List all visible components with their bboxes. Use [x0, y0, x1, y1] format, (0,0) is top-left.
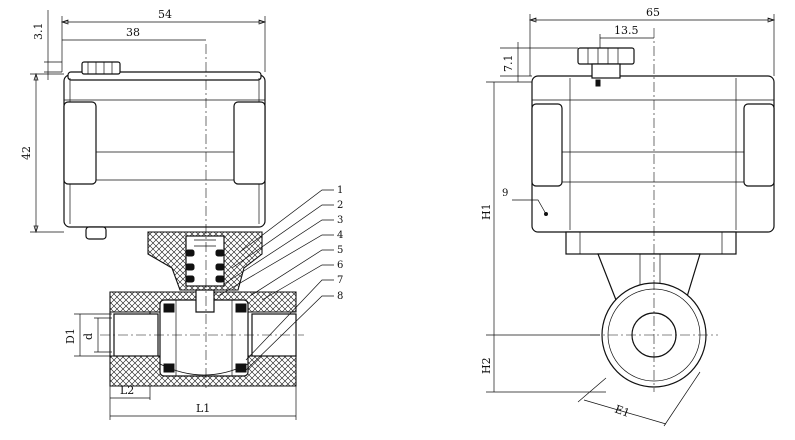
callout-4: 4: [337, 230, 343, 241]
dim-65: 65: [646, 6, 660, 19]
dim-3-1: 3.1: [32, 23, 45, 41]
housing-lug-right-2: [743, 103, 775, 187]
stem-seals: [185, 249, 225, 283]
side-view: 65 13.5 7.1 H1 H2 E1 9: [480, 6, 776, 427]
callout-7: 7: [337, 275, 343, 286]
callout-5: 5: [337, 245, 343, 256]
callout-numbers: 1 2 3 4 5 6 7 8: [337, 185, 343, 302]
callout-9: 9: [502, 188, 508, 199]
callout-6: 6: [337, 260, 343, 271]
front-section-view: 54 38 3.1 42 D1 d L2 L1 1 2 3 4 5 6 7 8: [20, 8, 343, 420]
dim-13-5: 13.5: [614, 24, 639, 37]
manual-knob-left: [81, 61, 121, 75]
dim-d: d: [82, 333, 95, 340]
housing-lug-left-2: [233, 101, 266, 185]
dim-L1: L1: [196, 402, 210, 415]
housing-lug-left-1: [63, 101, 97, 185]
callout-8: 8: [337, 291, 343, 302]
dim-42: 42: [20, 146, 33, 160]
dimension-lines-left: [30, 10, 297, 420]
callout-leaders: [217, 189, 334, 373]
indicator-tab-left: [85, 226, 107, 240]
dim-7-1: 7.1: [502, 55, 515, 73]
dim-L2: L2: [120, 384, 134, 397]
dim-H1: H1: [480, 203, 493, 220]
mount-flange: [565, 231, 737, 255]
dim-D1: D1: [64, 328, 77, 344]
dim-54: 54: [158, 8, 172, 21]
ball-section: [159, 299, 249, 377]
dim-38: 38: [126, 26, 140, 39]
callout-3: 3: [337, 215, 343, 226]
dim-E1: E1: [613, 403, 632, 420]
housing-lug-right-1: [531, 103, 563, 187]
actuator-housing-right: [531, 75, 775, 233]
dimension-lines-right: [486, 14, 776, 427]
callout-1: 1: [337, 185, 343, 196]
dim-H2: H2: [480, 357, 493, 374]
manual-knob-right: [577, 47, 635, 87]
callout-2: 2: [337, 200, 343, 211]
